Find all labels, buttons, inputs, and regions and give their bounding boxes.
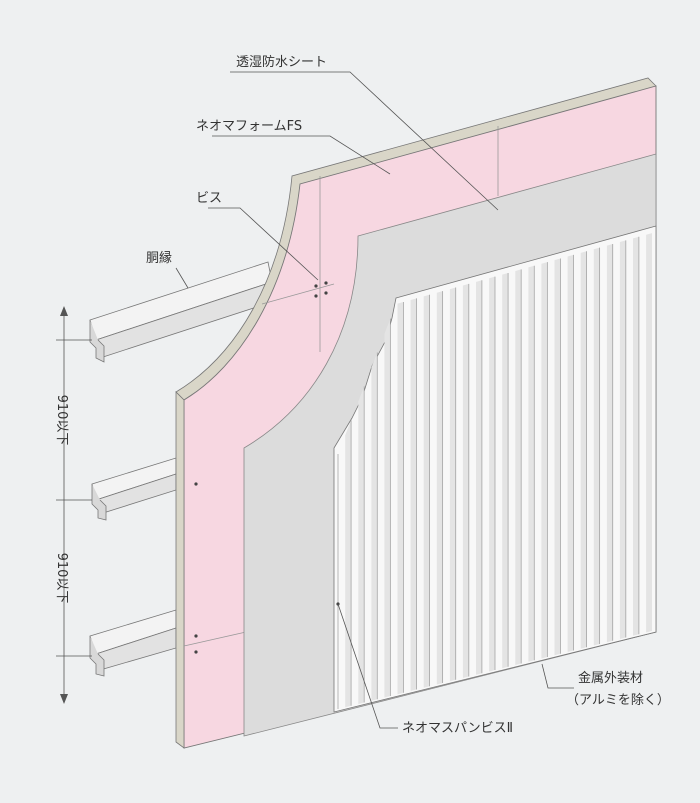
- leader-lines: [175, 71, 574, 729]
- label-pan-screw: ネオマスパンビスⅡ: [402, 721, 513, 736]
- cladding-rib-shade: [397, 301, 404, 695]
- cladding-rib-shade: [436, 291, 443, 685]
- cladding-rib-shade: [489, 276, 495, 672]
- cladding-rib-shade: [476, 280, 482, 675]
- cladding-rib-shade: [567, 254, 574, 652]
- cladding-rib-shade: [580, 251, 587, 649]
- label-foam: ネオマフォームFS: [196, 119, 302, 134]
- cladding-rib-shade: [410, 298, 417, 691]
- cladding-rib-shade: [633, 236, 639, 636]
- dimension-lines: [56, 310, 92, 700]
- cladding-rib-shade: [606, 243, 613, 643]
- furring-strip-bottom: [89, 609, 177, 677]
- cladding-rib-shade: [384, 318, 391, 698]
- label-cladding: 金属外装材: [578, 670, 643, 686]
- cladding-rib-shade: [554, 258, 561, 656]
- cladding-rib-shade: [358, 386, 365, 704]
- cladding-rib-shade: [449, 287, 456, 682]
- furring-strip-middle: [91, 457, 177, 521]
- cladding-rib-shade: [646, 233, 652, 633]
- cladding-rib-shade: [541, 262, 548, 659]
- label-moisture-sheet: 透湿防水シート: [236, 54, 327, 70]
- dimension-lower-spacing: 910以下: [54, 553, 69, 604]
- cladding-rib-shade: [462, 283, 469, 678]
- cladding-rib-shade: [345, 420, 352, 708]
- cladding-rib-shade: [528, 265, 535, 662]
- cladding-rib-shade: [371, 352, 378, 701]
- cladding-rib-shade: [423, 294, 430, 688]
- cladding-rib-shade: [515, 269, 522, 665]
- label-screw: ビス: [196, 191, 222, 206]
- cladding-rib-shade: [502, 272, 509, 669]
- cladding-rib-shade: [593, 247, 600, 646]
- furring-strip-top: [89, 261, 273, 363]
- label-furring: 胴縁: [146, 250, 172, 266]
- dimension-upper-spacing: 910以下: [54, 395, 69, 446]
- dimension-arrows: [60, 306, 68, 704]
- cladding-ribs: [336, 233, 652, 710]
- cladding-rib-shade: [619, 240, 626, 639]
- label-cladding-note: （アルミを除く）: [566, 693, 670, 708]
